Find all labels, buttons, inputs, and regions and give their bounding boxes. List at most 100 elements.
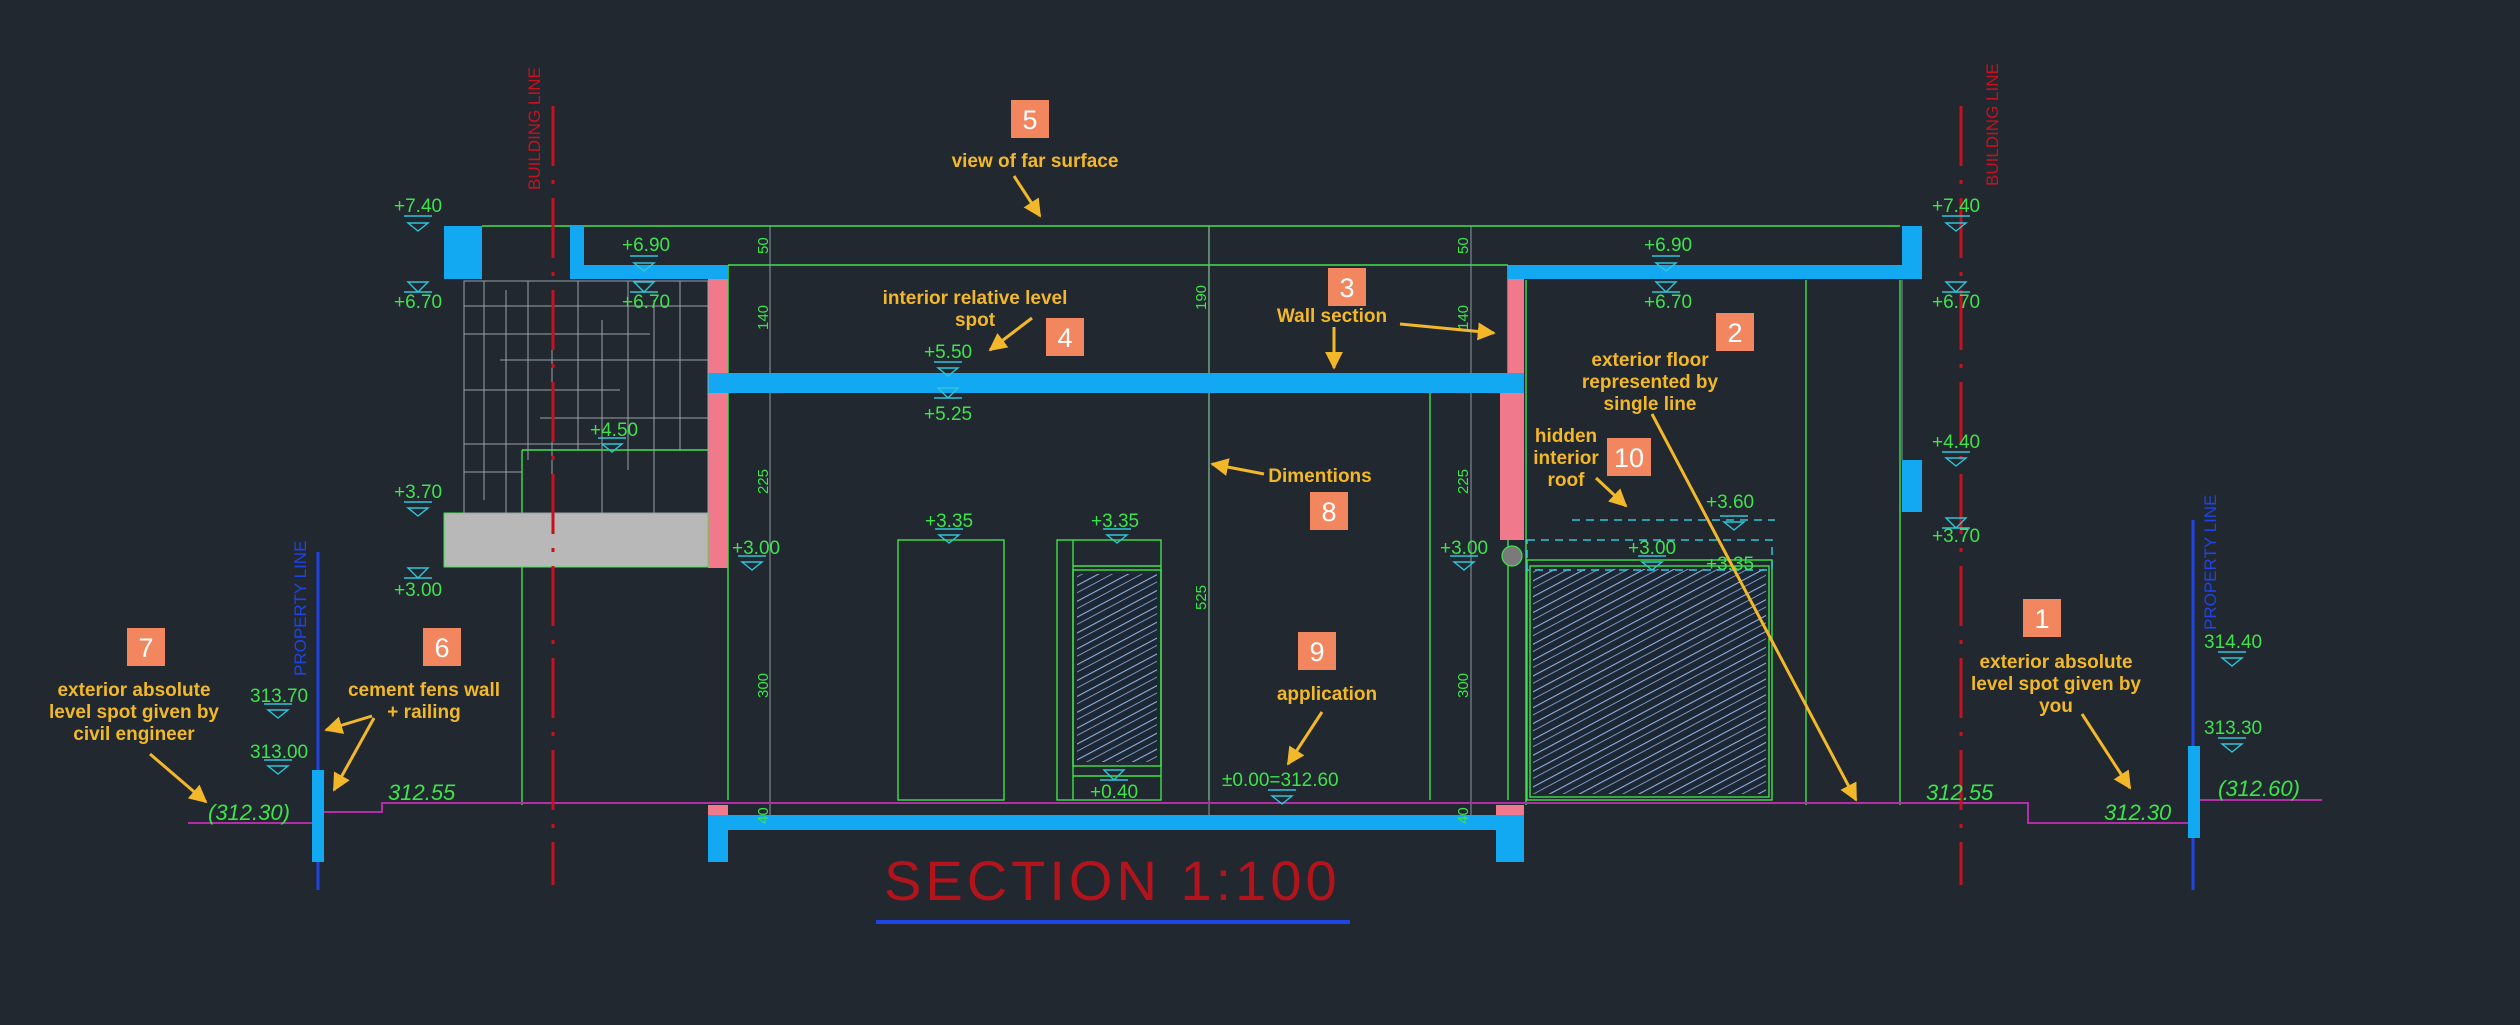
annotation-badge xyxy=(1046,318,1084,356)
property-line-label-left: PROPERTY LINE xyxy=(291,541,310,676)
annotation-text: view of far surface xyxy=(952,151,1119,172)
level-label: +5.25 xyxy=(924,404,972,425)
annotation-text: spot xyxy=(955,310,996,331)
dimension-label: 140 xyxy=(755,305,772,330)
door-glass-hatch xyxy=(1077,574,1157,762)
annotation-badge xyxy=(1011,100,1049,138)
dimension-label: 140 xyxy=(1455,305,1472,330)
dimension-label: 190 xyxy=(1193,285,1210,310)
abs-level-label: 312.30 xyxy=(2104,800,2172,825)
leader-arrow xyxy=(149,752,208,804)
leader-arrow xyxy=(1286,711,1324,766)
annotation-text: roof xyxy=(1548,470,1586,491)
dimension-label: 300 xyxy=(1455,673,1472,698)
annotation-text: level spot given by xyxy=(1971,674,2141,695)
leader-arrow xyxy=(1012,175,1042,218)
annotation-number: 8 xyxy=(1321,497,1336,527)
annotation-number: 3 xyxy=(1339,273,1354,303)
level-label: +6.70 xyxy=(622,292,670,313)
abs-level-label: 312.55 xyxy=(1926,780,1994,805)
level-markers xyxy=(264,215,2246,805)
building-line-label-left: BUILDING LINE xyxy=(525,67,544,190)
annotation-badge xyxy=(423,628,461,666)
annotation-text: you xyxy=(2039,696,2073,717)
dimension-labels: 50 140 225 300 40 190 525 50 140 225 300… xyxy=(755,237,1472,824)
railing-grid xyxy=(463,280,709,514)
building-lines xyxy=(551,106,1963,885)
hidden-roof-dashed xyxy=(1526,519,1775,571)
level-label: +0.40 xyxy=(1090,782,1138,803)
annotation-text: civil engineer xyxy=(73,724,195,745)
abs-level-label: (312.60) xyxy=(2218,776,2300,801)
level-label: +6.70 xyxy=(1644,292,1692,313)
annotation-text: Wall section xyxy=(1277,306,1387,327)
property-line-label-right: PROPERTY LINE xyxy=(2201,495,2220,630)
annotation-4: 4 interior relative level spot xyxy=(883,288,1084,356)
absolute-level-labels: (312.30) 312.55 312.55 312.30 (312.60) xyxy=(208,776,2300,825)
dimension-label: 50 xyxy=(755,237,772,254)
annotation-number: 5 xyxy=(1022,105,1037,135)
dimension-label: 225 xyxy=(755,469,772,494)
annotation-badge xyxy=(1716,313,1754,351)
building-line-label-right: BUILDING LINE xyxy=(1983,63,2002,186)
annotation-7: 7 exterior absolute level spot given by … xyxy=(49,628,219,804)
outline-linework xyxy=(482,225,1901,805)
leader-arrow xyxy=(988,316,1033,352)
level-label: ±0.00=312.60 xyxy=(1222,770,1339,791)
level-label: +3.00 xyxy=(1440,538,1488,559)
leader-arrow xyxy=(332,717,376,792)
level-label: +3.70 xyxy=(1932,526,1980,547)
annotation-number: 7 xyxy=(138,633,153,663)
annotation-number: 9 xyxy=(1309,637,1324,667)
ground-slab xyxy=(708,815,1524,862)
level-label: 313.00 xyxy=(250,742,308,763)
property-lines xyxy=(316,520,2195,890)
leader-arrow xyxy=(324,714,373,734)
level-label: +5.50 xyxy=(924,342,972,363)
annotation-badge xyxy=(2023,599,2061,637)
dimension-guides xyxy=(769,226,1903,830)
annotation-6: 6 cement fens wall + railing xyxy=(324,628,500,792)
annotation-text: interior relative level xyxy=(883,288,1068,309)
dimension-label: 40 xyxy=(1455,807,1472,824)
level-label: 313.30 xyxy=(2204,718,2262,739)
annotation-text: exterior absolute xyxy=(1979,652,2132,673)
level-label: +3.00 xyxy=(394,580,442,601)
annotation-number: 1 xyxy=(2034,604,2049,634)
annotation-number: 2 xyxy=(1727,318,1742,348)
annotation-badge xyxy=(1310,492,1348,530)
dimension-label: 40 xyxy=(755,807,772,824)
annotation-9: 9 application xyxy=(1277,632,1377,766)
dimension-label: 300 xyxy=(755,673,772,698)
level-label: +4.50 xyxy=(590,420,638,441)
leader-arrow xyxy=(1210,458,1265,476)
annotation-text: + railing xyxy=(387,702,460,723)
right-wall-element xyxy=(1902,460,1922,512)
annotation-2: 2 exterior floor represented by single l… xyxy=(1582,313,1858,802)
property-posts xyxy=(312,746,2200,862)
level-label: 313.70 xyxy=(250,686,308,707)
leader-arrow xyxy=(1650,413,1858,802)
annotation-number: 4 xyxy=(1057,323,1072,353)
level-label: +3.00 xyxy=(1628,538,1676,559)
annotation-10: 10 hidden interior roof xyxy=(1533,426,1651,508)
annotation-text: exterior floor xyxy=(1591,350,1709,371)
annotation-number: 6 xyxy=(434,633,449,663)
level-label: 314.40 xyxy=(2204,632,2262,653)
annotation-text: hidden xyxy=(1535,426,1597,447)
leader-arrow xyxy=(1594,476,1628,508)
abs-level-label: (312.30) xyxy=(208,800,290,825)
level-label: +7.40 xyxy=(1932,196,1980,217)
level-label: +3.00 xyxy=(732,538,780,559)
annotation-5: 5 view of far surface xyxy=(952,100,1119,218)
dimension-label: 50 xyxy=(1455,237,1472,254)
level-label: +7.40 xyxy=(394,196,442,217)
annotation-text: exterior absolute xyxy=(57,680,210,701)
annotation-text: interior xyxy=(1533,448,1599,469)
intermediate-slab xyxy=(708,373,1524,393)
roof-slab xyxy=(444,226,1922,279)
leader-arrow xyxy=(1399,322,1496,341)
window-glass-hatch xyxy=(1533,569,1766,794)
level-label: +6.90 xyxy=(1644,235,1692,256)
